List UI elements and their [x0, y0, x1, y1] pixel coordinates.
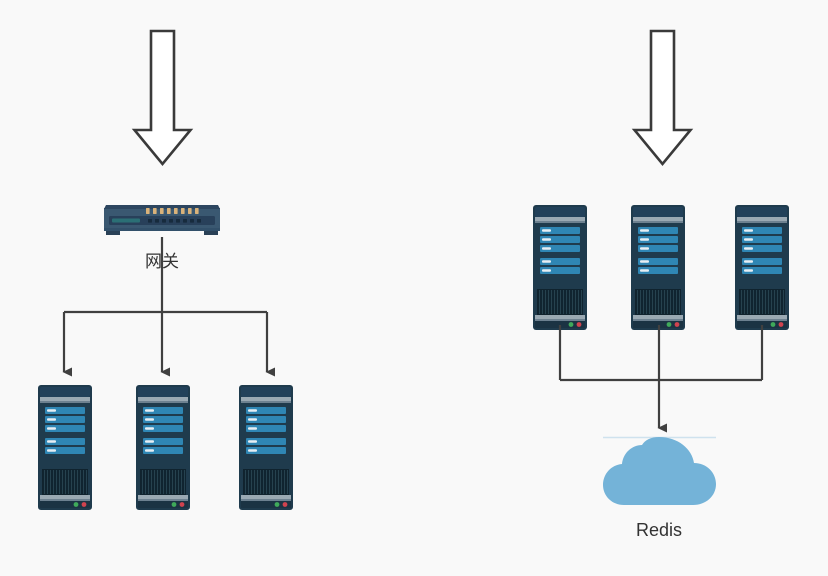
gateway-switch-icon[interactable] [104, 205, 220, 235]
inbound-arrow-left-icon [133, 29, 192, 166]
cache-server-2-icon[interactable] [630, 204, 686, 331]
cache-server-3-icon[interactable] [734, 204, 790, 331]
cache-server-1-icon[interactable] [532, 204, 588, 331]
inbound-arrow-right-icon [633, 29, 692, 166]
app-server-3-icon[interactable] [238, 384, 294, 511]
redis-cloud-icon[interactable] [603, 436, 716, 505]
gateway-to-servers-connectors [62, 237, 275, 377]
app-server-2-icon[interactable] [135, 384, 191, 511]
servers-to-redis-connectors [558, 325, 764, 433]
app-server-1-icon[interactable] [37, 384, 93, 511]
